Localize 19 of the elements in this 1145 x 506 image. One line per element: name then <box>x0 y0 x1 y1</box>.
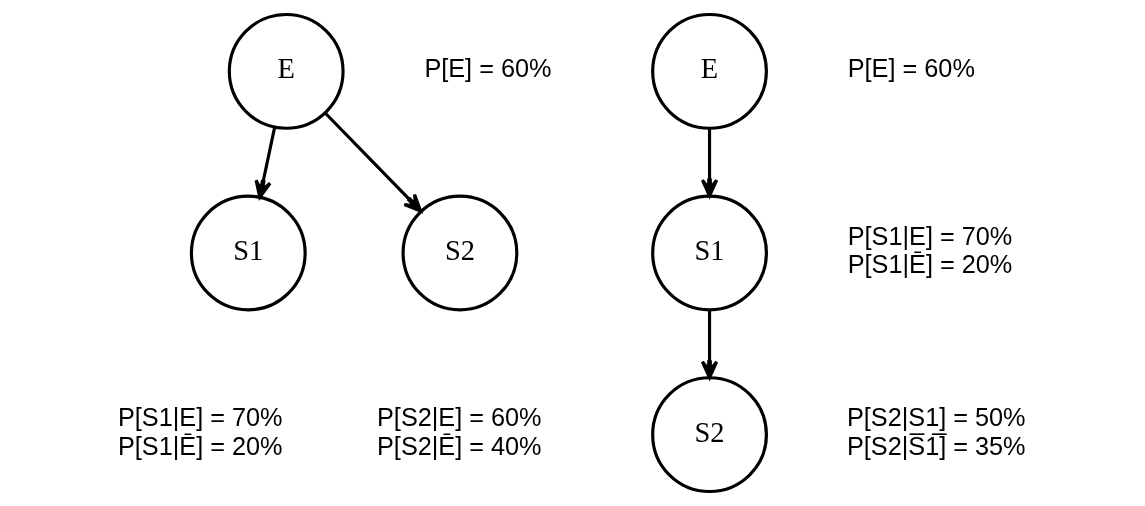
node-label: P[S1|E] = 70% <box>117 403 283 432</box>
node-label: P[S2|E] = 60% <box>377 403 542 432</box>
node-label: P[S1|E] = 70% <box>847 221 1013 250</box>
node-label: P[E] = 60% <box>847 54 975 83</box>
arrow <box>700 310 719 380</box>
arrow <box>700 128 719 198</box>
node-circle: S1 <box>189 194 307 312</box>
node-label: P[S2|S̅1̅] = 35% <box>846 431 1026 460</box>
node-circle: S2 <box>651 376 768 494</box>
node-label: P[S2|S1] = 50% <box>846 403 1026 432</box>
node-label: P[E] = 60% <box>424 54 552 83</box>
node-circle: S1 <box>651 194 768 312</box>
node-label: P[S1|Ē] = 20% <box>117 431 283 460</box>
node-label: P[S1|Ē] = 20% <box>847 250 1013 279</box>
node-circle: E <box>227 12 345 130</box>
node-circle: E <box>651 12 768 130</box>
node-label: P[S2|Ē] = 40% <box>377 431 542 460</box>
arrow <box>254 127 277 199</box>
arrow <box>324 111 423 213</box>
